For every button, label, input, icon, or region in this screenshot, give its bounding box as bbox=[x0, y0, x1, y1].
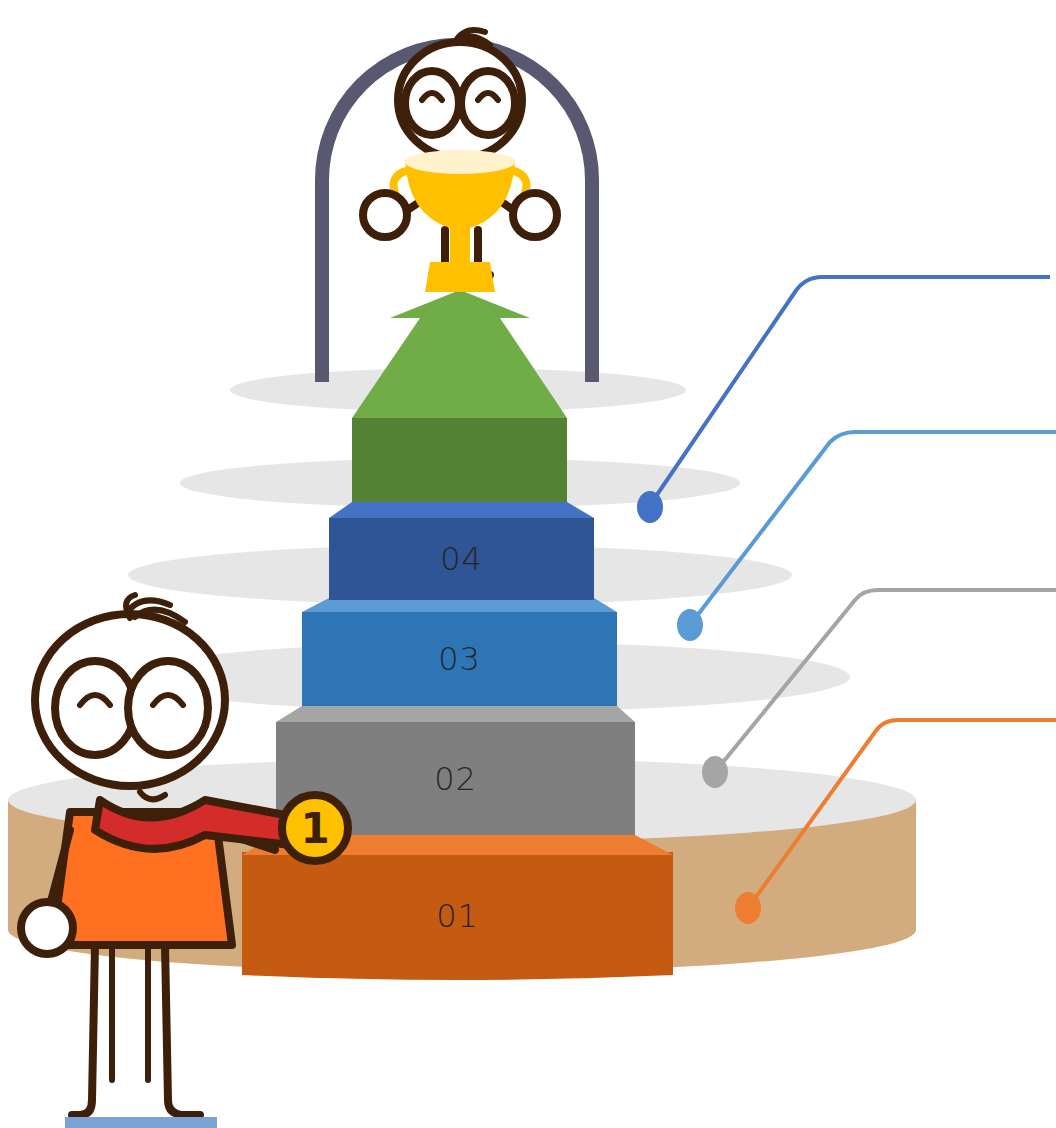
tier-top bbox=[276, 706, 635, 722]
leader-line bbox=[748, 720, 1056, 908]
leader-dot bbox=[637, 491, 663, 523]
leader-dot bbox=[702, 756, 728, 788]
medal-character bbox=[21, 595, 348, 1115]
leader-line bbox=[690, 432, 1056, 625]
tier-face bbox=[302, 612, 617, 706]
tier-number: 03 bbox=[438, 640, 481, 678]
tier-top bbox=[302, 598, 617, 612]
top-arrow bbox=[352, 290, 567, 418]
tier-face bbox=[329, 518, 594, 600]
tier-number: 02 bbox=[434, 760, 477, 798]
leader-line bbox=[650, 277, 1050, 505]
podium-tier: 02 bbox=[276, 722, 635, 835]
tier-face bbox=[242, 852, 673, 980]
ground-bar bbox=[65, 1117, 217, 1128]
leader-dot bbox=[735, 892, 761, 924]
leader-line bbox=[715, 590, 1056, 772]
tier-number: 04 bbox=[440, 540, 483, 578]
tier-number: 01 bbox=[436, 897, 479, 935]
podium-tier: 03 bbox=[302, 612, 617, 706]
podium-tier: 04 bbox=[329, 518, 594, 600]
tier-top bbox=[329, 502, 594, 518]
medal-number: 1 bbox=[285, 798, 345, 858]
trophy-character bbox=[363, 30, 557, 292]
leader-dot bbox=[677, 609, 703, 641]
top-block bbox=[352, 418, 567, 502]
podium-tier: 01 bbox=[242, 856, 673, 976]
